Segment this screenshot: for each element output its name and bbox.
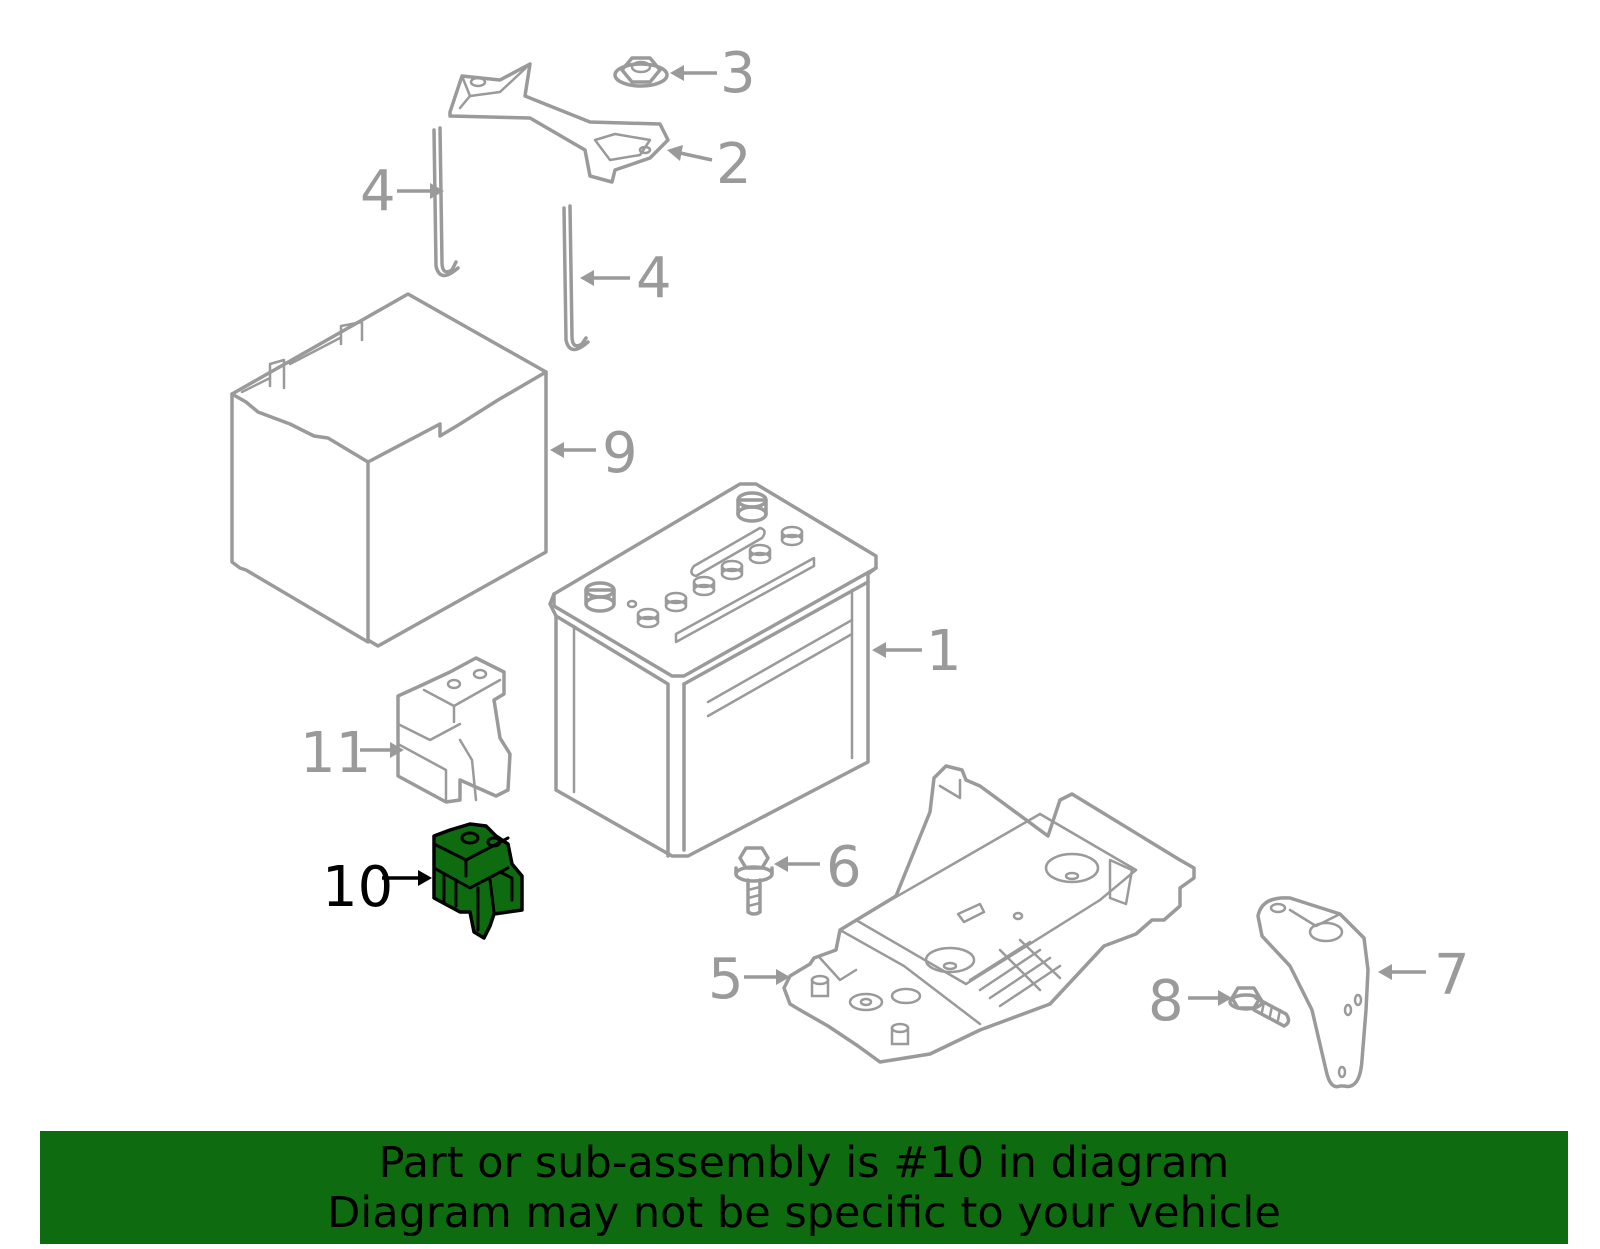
callout-3: 3 [720, 41, 756, 106]
callout-4-right: 4 [636, 246, 672, 311]
callout-8: 8 [1148, 969, 1184, 1034]
callout-5: 5 [708, 947, 744, 1012]
part-4-rod-left[interactable] [432, 126, 460, 278]
callout-2: 2 [716, 132, 752, 197]
callout-9: 9 [602, 421, 638, 486]
part-6-bolt[interactable] [734, 846, 774, 916]
leader-arrows [360, 65, 1426, 1006]
callout-6: 6 [826, 835, 862, 900]
callout-7: 7 [1434, 943, 1470, 1008]
callout-11: 11 [300, 721, 371, 786]
part-7-bracket[interactable] [1256, 896, 1370, 1089]
part-2-bracket[interactable] [448, 62, 670, 184]
callout-1: 1 [926, 619, 962, 684]
banner-line-disclaimer: Diagram may not be specific to your vehi… [327, 1187, 1281, 1238]
part-8-bolt[interactable] [1228, 986, 1291, 1028]
part-9-battery-cover[interactable] [230, 292, 548, 648]
battery-terminal-negative [736, 491, 768, 523]
part-1-battery[interactable] [548, 482, 878, 858]
banner-line-part-number: Part or sub-assembly is #10 in diagram [378, 1137, 1230, 1188]
callout-4-left: 4 [360, 159, 396, 224]
battery-terminal-positive [584, 581, 616, 613]
part-5-battery-tray[interactable] [782, 764, 1196, 1064]
part-10-bracket-highlighted[interactable] [432, 822, 524, 940]
part-4-rod-right[interactable] [562, 204, 590, 352]
info-banner: Part or sub-assembly is #10 in diagram D… [40, 1131, 1568, 1244]
battery-vent-caps [626, 525, 804, 629]
part-3-nut[interactable] [613, 56, 669, 88]
callout-10: 10 [322, 855, 393, 920]
part-11-bracket[interactable] [396, 656, 512, 804]
